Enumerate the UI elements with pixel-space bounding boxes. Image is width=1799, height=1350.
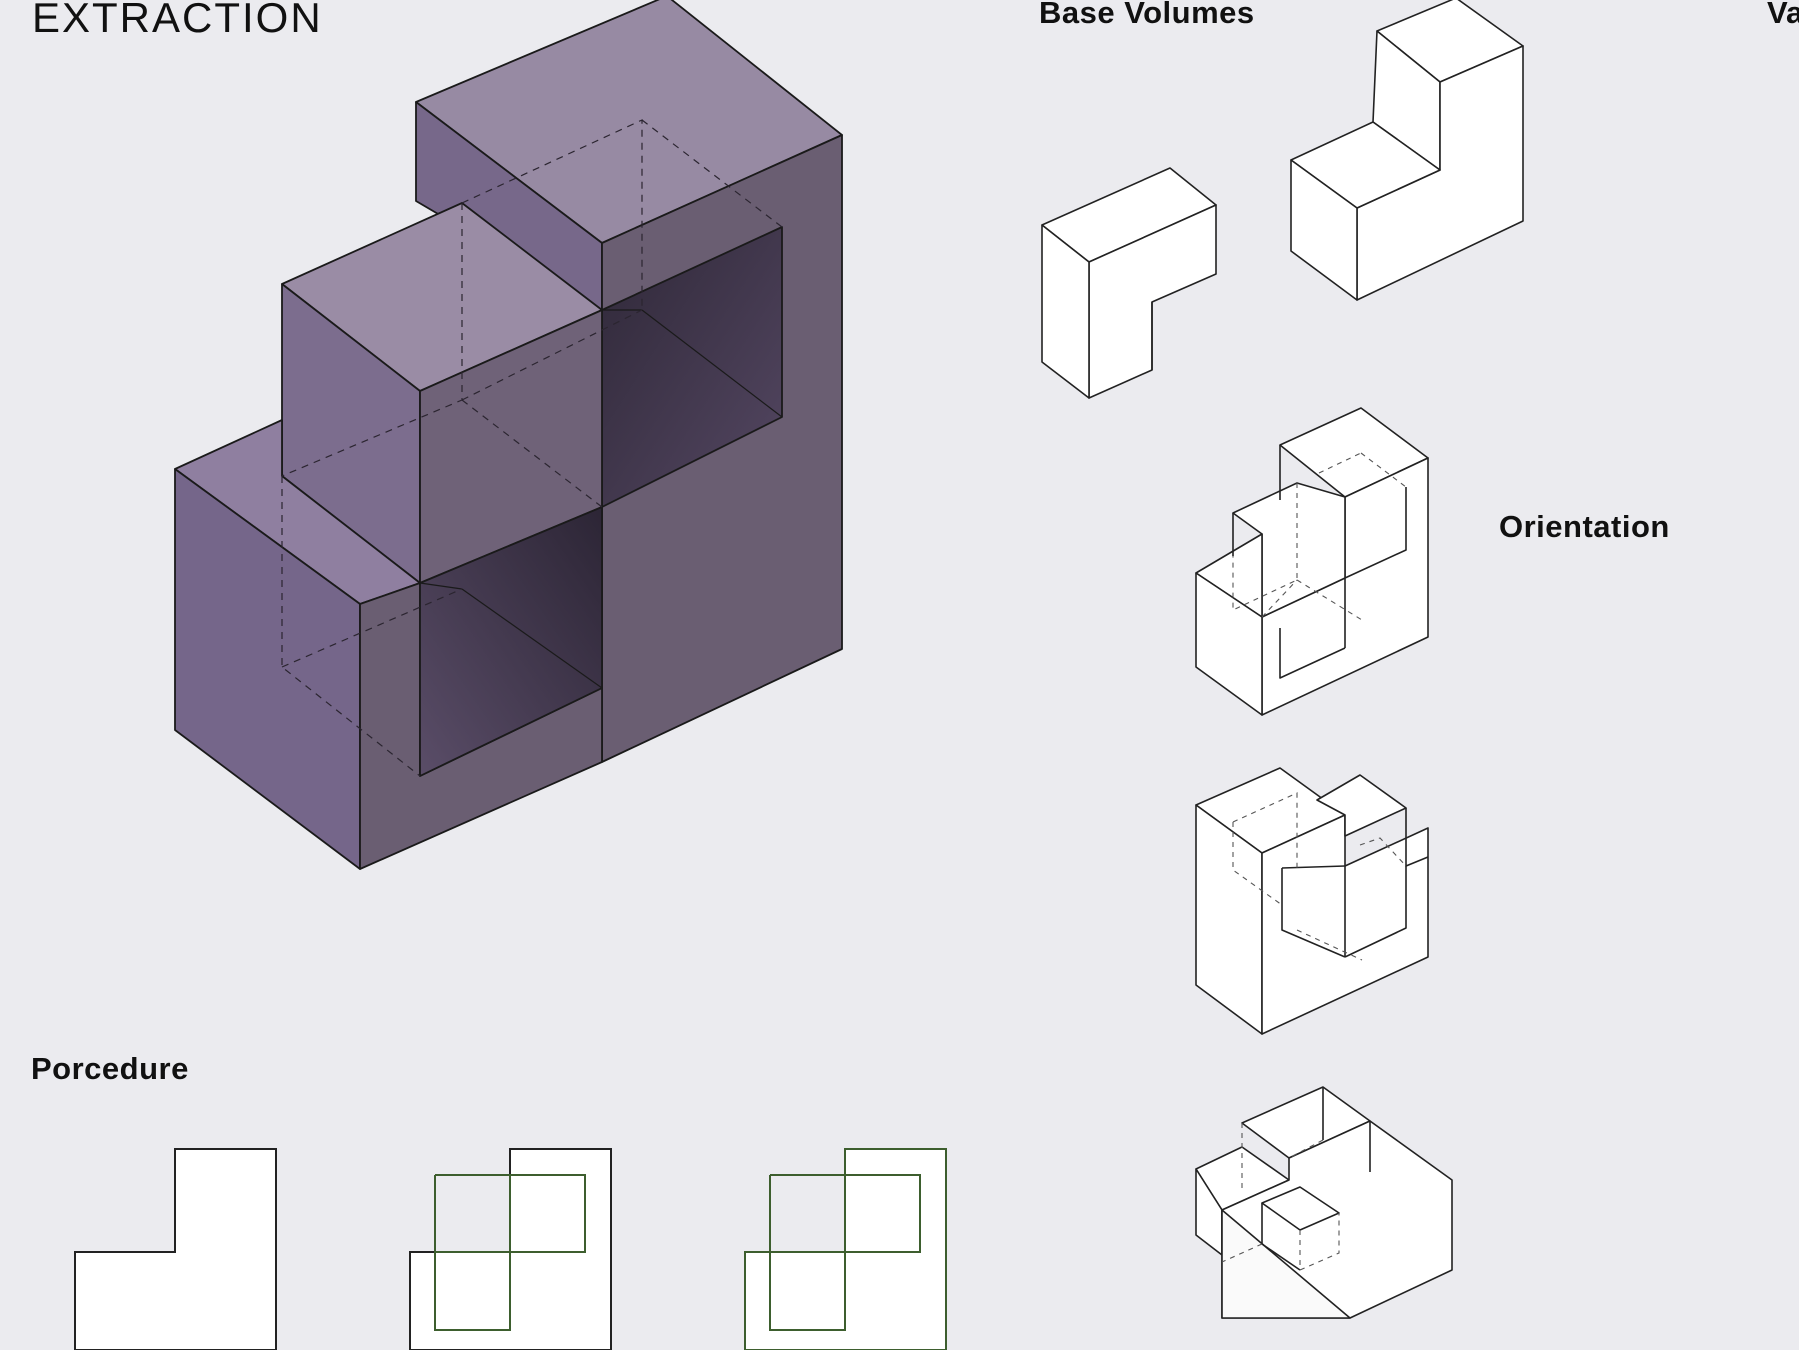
base-volumes-heading: Base Volumes bbox=[1039, 0, 1255, 30]
extraction-hidden-edges bbox=[281, 119, 783, 777]
procedure-step-2-green-squares bbox=[434, 1174, 586, 1253]
base-volume-large-l bbox=[1290, 0, 1524, 301]
extraction-title: EXTRACTION bbox=[32, 0, 323, 41]
procedure-heading: Porcedure bbox=[31, 1051, 189, 1086]
extraction-solid bbox=[174, 0, 843, 870]
orientation-heading: Orientation bbox=[1499, 509, 1670, 544]
procedure-step-3 bbox=[744, 1148, 947, 1350]
base-volume-small-l bbox=[1041, 167, 1217, 399]
cut-off-heading: Va bbox=[1767, 0, 1799, 30]
orientation-variant-3 bbox=[1195, 1086, 1453, 1319]
procedure-step-2 bbox=[409, 1148, 612, 1350]
orientation-variant-1 bbox=[1195, 407, 1429, 716]
orientation-variant-2 bbox=[1195, 767, 1429, 1035]
procedure-step-1 bbox=[74, 1148, 277, 1350]
